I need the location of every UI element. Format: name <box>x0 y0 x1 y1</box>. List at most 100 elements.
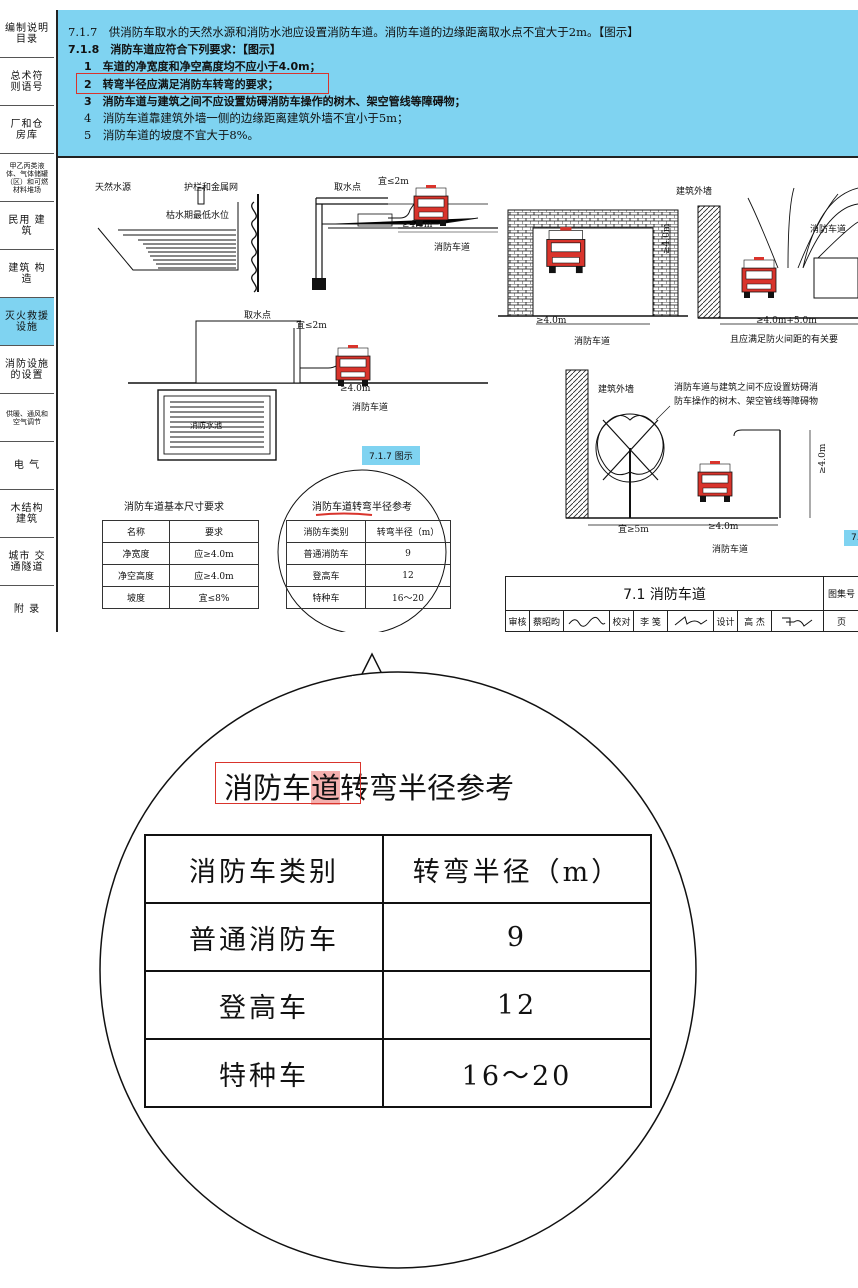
wall-distance-drawing <box>697 187 858 325</box>
signature-icon <box>564 611 610 631</box>
zoom-title-highlight: 道 <box>311 771 341 805</box>
signature-icon <box>668 611 714 631</box>
table-cell: 16～20 <box>382 1038 652 1108</box>
nav-item-construction[interactable]: 建筑 构造 <box>0 250 54 298</box>
table-row: 坡度宜≤8% <box>102 586 259 609</box>
designer-name: 高 杰 <box>738 611 772 631</box>
reviewer-name: 蔡昭昀 <box>530 611 564 631</box>
atlas-code-label: 图集号 <box>824 577 858 611</box>
nav-label: 城市 交通隧道 <box>8 550 46 573</box>
nav-label: 厂和仓 房库 <box>10 118 44 141</box>
table-cell: 特种车 <box>286 586 366 609</box>
table-cell: 特种车 <box>144 1038 384 1108</box>
label-guardrail: 护栏和金属网 <box>184 183 239 193</box>
nav-item-fire-facilities[interactable]: 消防设施 的设置 <box>0 346 54 394</box>
table-header: 消防车类别 <box>144 834 384 904</box>
nav-label: 消防设施 的设置 <box>5 358 49 381</box>
clause-item-4: 4 消防车道靠建筑外墙一侧的边缘距离建筑外墙不宜小于5m； <box>84 111 409 126</box>
table-cell: 16～20 <box>365 586 451 609</box>
clause-item-2: 2 转弯半径应满足消防车转弯的要求； <box>84 77 279 91</box>
figure-tag-7-1-8: 7. <box>844 530 858 546</box>
nav-label: 建筑 构造 <box>8 262 46 285</box>
nav-label: 灭火救援 设施 <box>5 310 49 333</box>
diagram-area: 天然水源 护栏和金属网 枯水期最低水位 取水点 宜≤2m ≥4.0m 消防车道 … <box>58 158 858 632</box>
label-width-2: ≥4.0m <box>340 384 371 394</box>
label-ext-wall-2: 建筑外墙 <box>598 385 635 395</box>
nav-item-appendix[interactable]: 附 录 <box>0 586 54 632</box>
label-pool: 消防水池 <box>190 421 222 430</box>
zoom-title-part: 消防车 <box>224 771 312 805</box>
table-cell: 12 <box>382 970 652 1040</box>
pool-drawing <box>128 320 488 461</box>
label-no-obstacle-2: 防车操作的树木、架空管线等障碍物 <box>674 397 819 407</box>
figure-tag-7-1-7: 7.1.7 图示 <box>362 446 420 465</box>
diagram-linework <box>97 184 858 632</box>
nav-label: 电 气 <box>13 460 41 471</box>
signature-icon <box>772 611 824 631</box>
label-road-4: 消防车道 <box>810 225 847 235</box>
table-cell: 登高车 <box>144 970 384 1040</box>
label-width-3: ≥4.0m <box>536 316 567 326</box>
clause-item-5: 5 消防车道的坡度不宜大于8%。 <box>84 128 260 143</box>
label-road-3: 消防车道 <box>574 337 611 347</box>
table-basic-title: 消防车道基本尺寸要求 <box>124 502 224 513</box>
nav-item-rescue[interactable]: 灭火救援 设施 <box>0 298 54 346</box>
highlight-box <box>215 762 361 804</box>
table-row: 消防车类别转弯半径（m） <box>286 520 451 543</box>
table-radius-title: 消防车道转弯半径参考 <box>312 502 412 513</box>
nav-item-civil[interactable]: 民用 建筑 <box>0 202 54 250</box>
nav-label: 甲乙丙类液体、气体储罐（区）和可燃材料堆场 <box>6 161 48 194</box>
table-cell: 坡度 <box>102 586 170 609</box>
label-low-water: 枯水期最低水位 <box>166 211 230 221</box>
signature-row: 审核 蔡昭昀 校对 李 笺 设计 高 杰 页 <box>506 611 858 631</box>
nav-item-tunnel[interactable]: 城市 交通隧道 <box>0 538 54 586</box>
label-road-5: 消防车道 <box>712 545 749 555</box>
nav-item-factory[interactable]: 厂和仓 房库 <box>0 106 54 154</box>
label-no-obstacle-1: 消防车道与建筑之间不应设置妨碍消 <box>674 383 819 393</box>
label-dist-2m-2: 宜≤2m <box>296 321 327 331</box>
nav-item-electrical[interactable]: 电 气 <box>0 442 54 490</box>
table-cell: 普通消防车 <box>144 902 384 972</box>
nav-item-hvac[interactable]: 供暖、通风和 空气调节 <box>0 394 54 442</box>
clause-7-1-7: 7.1.7 供消防车取水的天然水源和消防水池应设置消防车道。消防车道的边缘距离取… <box>68 25 639 39</box>
label-width-4: ≥4.0m <box>708 522 739 532</box>
sheet-title: 7.1 消防车道 <box>506 577 824 611</box>
nav-label: 民用 建筑 <box>8 214 46 237</box>
label-dist-2m: 宜≤2m <box>378 177 409 187</box>
table-basic: 名称要求 净宽度应≥4.0m 净空高度应≥4.0m 坡度宜≤8% <box>102 520 259 609</box>
nav-item-timber[interactable]: 木结构 建筑 <box>0 490 54 538</box>
nav-item-contents[interactable]: 编制说明 目录 <box>0 10 54 58</box>
obstacle-drawing <box>565 369 811 526</box>
label-dist-5m: 宜≥5m <box>618 525 649 535</box>
chapter-nav: 编制说明 目录 总术符 则语号 厂和仓 房库 甲乙丙类液体、气体储罐（区）和可燃… <box>0 10 58 632</box>
nav-item-general[interactable]: 总术符 则语号 <box>0 58 54 106</box>
label-width: ≥4.0m <box>402 220 433 230</box>
clause-item-1: 1 车道的净宽度和净空高度均不应小于4.0m； <box>84 60 321 74</box>
label-intake-2: 取水点 <box>244 311 272 321</box>
nav-label: 总术符 则语号 <box>10 70 44 93</box>
clearance-drawing <box>498 209 688 325</box>
check-label: 校对 <box>610 611 634 631</box>
nav-item-tanks[interactable]: 甲乙丙类液体、气体储罐（区）和可燃材料堆场 <box>0 154 54 202</box>
nav-label: 附 录 <box>13 603 41 615</box>
clause-text-block: 7.1.7 供消防车取水的天然水源和消防水池应设置消防车道。消防车道的边缘距离取… <box>58 10 858 158</box>
table-cell: 宜≤8% <box>169 586 259 609</box>
label-ext-wall: 建筑外墙 <box>676 187 713 197</box>
table-row: 净宽度应≥4.0m <box>102 542 259 565</box>
zoom-title-part: 转弯半径参考 <box>340 771 515 805</box>
title-block: 7.1 消防车道 图集号 审核 蔡昭昀 校对 李 笺 设计 高 杰 页 <box>505 576 858 632</box>
nav-label: 供暖、通风和 空气调节 <box>6 409 48 426</box>
label-width-5m: ≥4.0m+5.0m <box>756 316 817 326</box>
label-natural-water: 天然水源 <box>95 183 132 193</box>
clause-7-1-8: 7.1.8 消防车道应符合下列要求：【图示】 <box>68 43 281 57</box>
label-fire-spacing: 且应满足防火间距的有关要 <box>730 335 839 345</box>
drawing-sheet: 编制说明 目录 总术符 则语号 厂和仓 房库 甲乙丙类液体、气体储罐（区）和可燃… <box>0 0 858 634</box>
table-row: 消防车类别转弯半径（m） <box>144 834 652 904</box>
